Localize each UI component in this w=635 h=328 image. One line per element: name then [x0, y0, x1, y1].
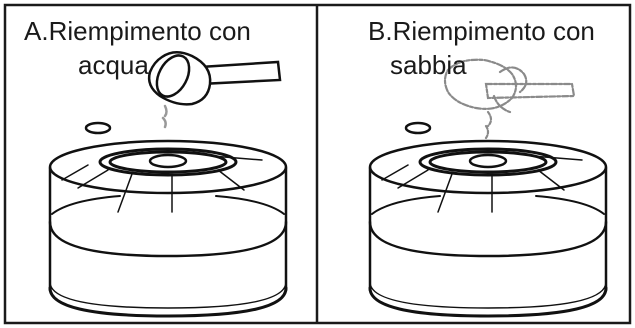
panel-a — [48, 51, 288, 318]
drum-b — [368, 139, 608, 318]
water-drops — [161, 104, 168, 129]
panel-b — [368, 58, 608, 318]
panel-b-subtitle: sabbia — [390, 50, 467, 80]
panel-b-title: B.Riempimento con — [368, 16, 595, 46]
drum-a — [48, 139, 288, 318]
lid-ring — [84, 121, 112, 135]
panel-a-title: A.Riempimento con — [24, 16, 251, 46]
sand-stream — [484, 110, 493, 140]
panel-a-subtitle: acqua — [78, 50, 149, 80]
sand-scoop-icon — [443, 58, 576, 114]
lid-ring — [404, 121, 432, 135]
ladle-icon — [147, 51, 282, 106]
